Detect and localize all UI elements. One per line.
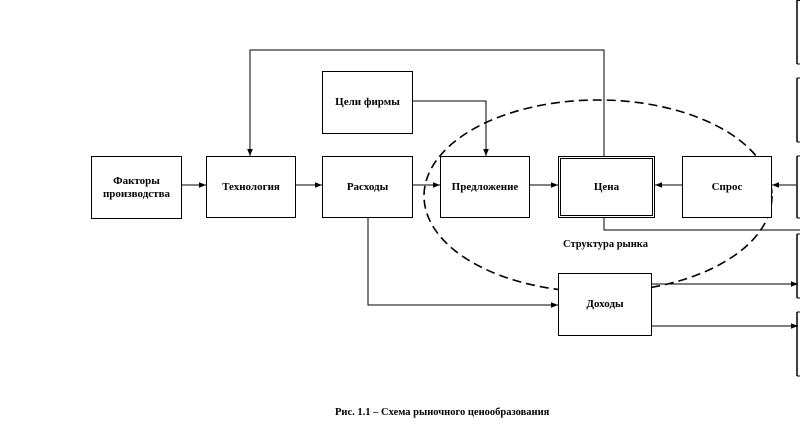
arrow-expenses-income (367, 218, 558, 308)
box-expenses-label: Расходы (346, 180, 389, 193)
box-technology: Технология (206, 156, 296, 218)
box-income: Доходы (558, 273, 652, 336)
box-supply: Предложение (440, 156, 530, 218)
box-supply-label: Предложение (451, 180, 519, 193)
box-firm-goals-label: Цели фирмы (335, 96, 400, 108)
box-price-label: Цена (593, 180, 620, 193)
box-firm-goals: Цели фирмы (322, 71, 413, 134)
box-demand: Спрос (682, 156, 772, 218)
figure-caption: Рис. 1.1 – Схема рыночного ценообразован… (335, 407, 550, 418)
arrow-price-technology-loop (247, 49, 605, 156)
box-price: Цена (558, 156, 655, 218)
arrow-goals-supply (413, 100, 489, 156)
market-structure-label: Структура рынка (563, 239, 648, 250)
box-expenses: Расходы (322, 156, 413, 218)
box-demand-label: Спрос (711, 180, 743, 193)
box-technology-label: Технология (222, 180, 280, 193)
box-factors-label: Факторы производства (102, 174, 171, 200)
box-income-label: Доходы (586, 298, 624, 310)
box-factors: Факторы производства (91, 156, 182, 219)
line-price-right (603, 216, 800, 231)
